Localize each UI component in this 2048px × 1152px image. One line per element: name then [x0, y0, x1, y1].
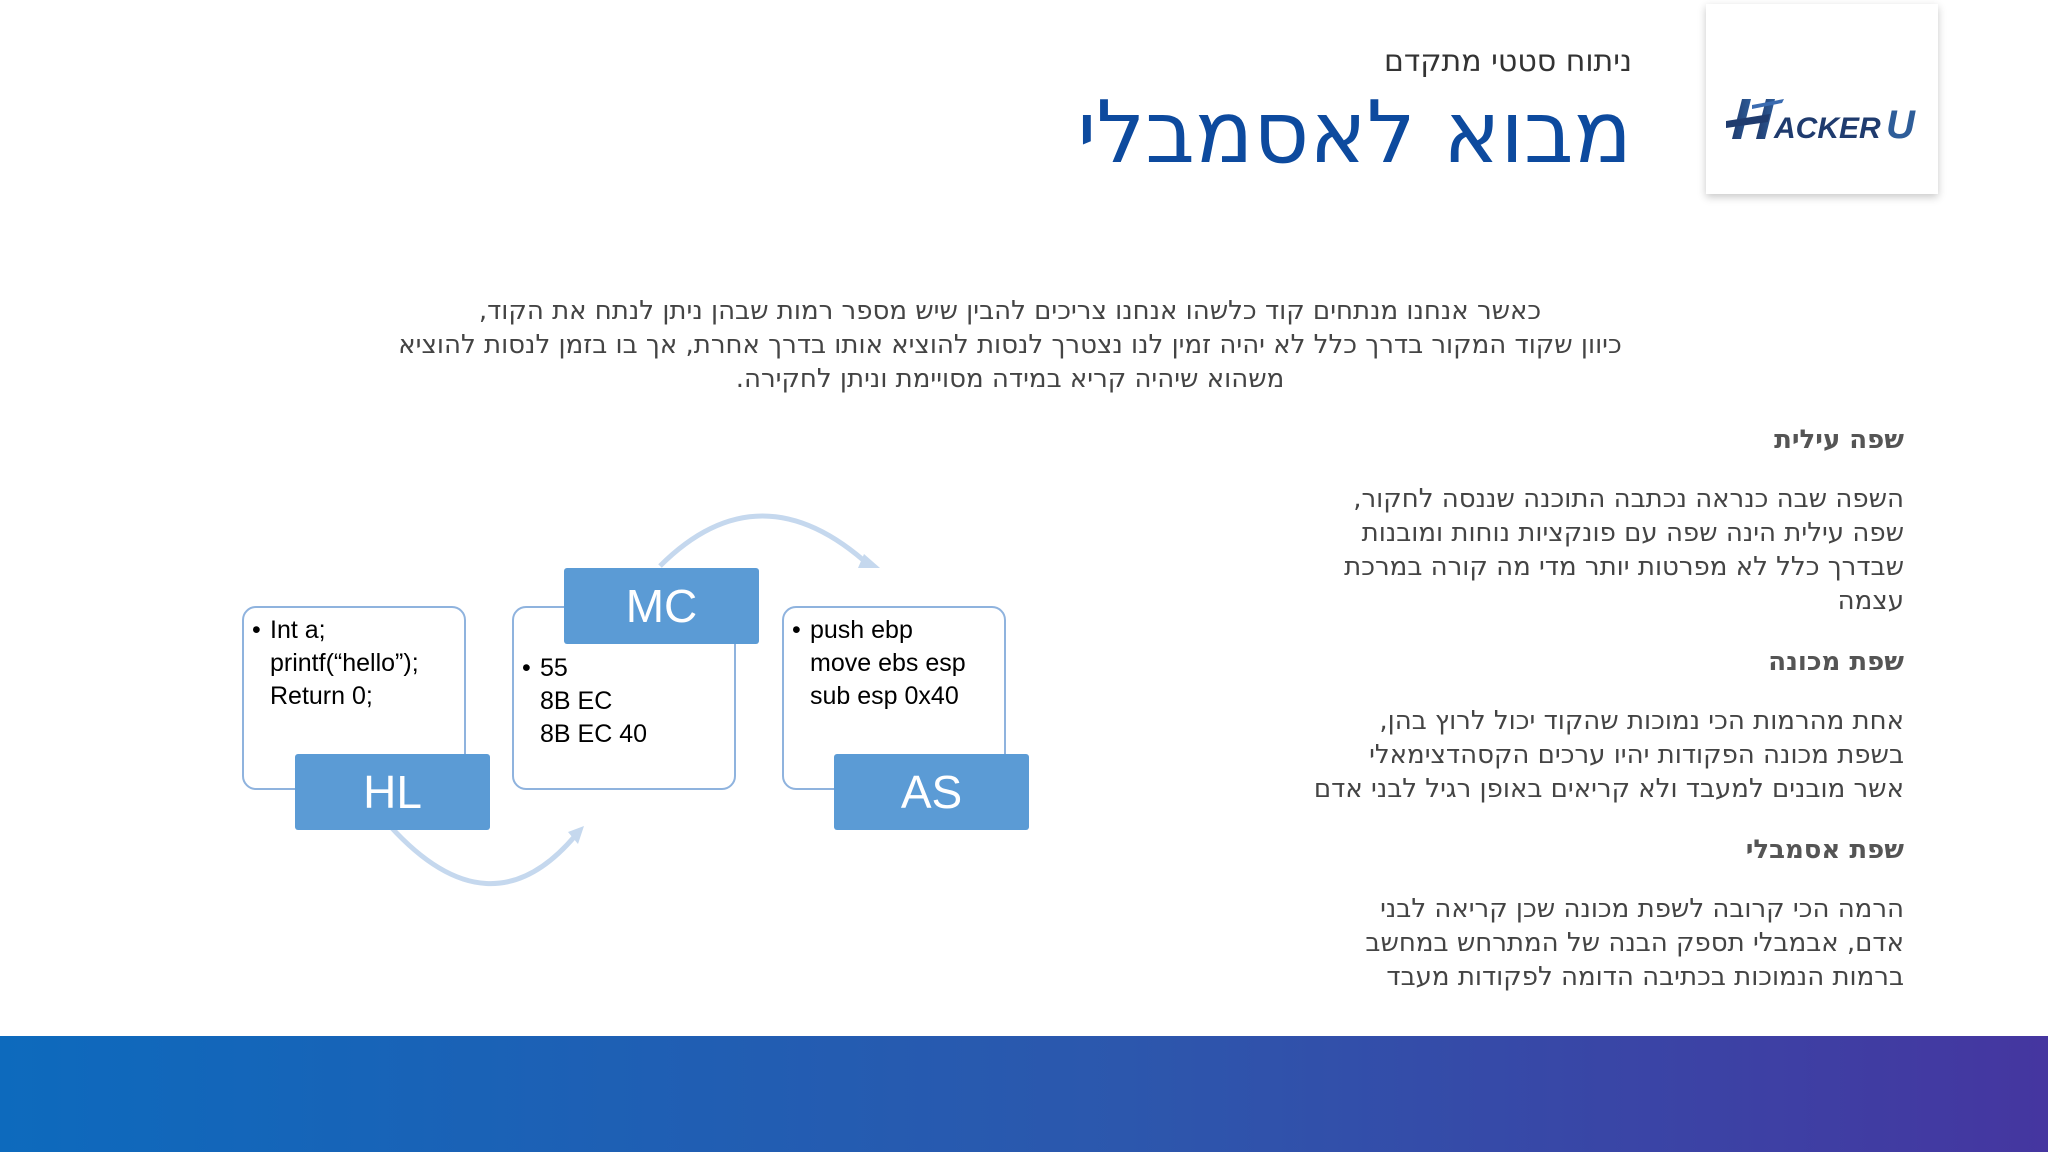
section-line: שבדרך כלל לא מפרטות יותר מדי מה קורה במר…: [1344, 552, 1904, 582]
code-levels-diagram: Int a; printf(“hello”); Return 0; HL 55 …: [240, 496, 1040, 896]
intro-line: כאשר אנחנו מנתחים קוד כלשהו אנחנו צריכים…: [478, 296, 1542, 326]
slide-subtitle: ניתוח סטטי מתקדם: [1383, 44, 1632, 79]
code-line: 8B EC 40: [540, 720, 648, 748]
intro-line: כיוון שקוד המקור בדרך כלל לא יהיה זמין ל…: [398, 330, 1622, 360]
section-line: השפה שבה כנראה נכתבה התוכנה שננסה לחקור,: [1353, 484, 1904, 514]
intro-line: משהוא שיהיה קריא במידה מסויימת וניתן לחק…: [735, 364, 1285, 394]
svg-text:U: U: [1886, 103, 1916, 144]
slide-title: מבוא לאסמבלי: [1077, 83, 1632, 183]
section-high-level: שפה עילית השפה שבה כנראה נכתבה התוכנה שנ…: [1204, 422, 1904, 618]
section-line: שפה עילית הינה שפה עם פונקציות נוחות ומו…: [1361, 518, 1904, 548]
code-line: printf(“hello”);: [270, 649, 419, 677]
section-line: אדם, אבמבלי תספק הבנה של המתרחש במחשב: [1365, 928, 1904, 958]
code-block: push ebp move ebs esp sub esp 0x40: [784, 614, 1004, 713]
arrow-mc-to-as: [658, 513, 872, 568]
node-tag-mc: MC: [564, 568, 759, 644]
arrow-head-icon: [858, 554, 880, 568]
arrow-head-icon: [568, 826, 584, 844]
flow-arrows: [388, 513, 880, 886]
code-block: 55 8B EC 8B EC 40: [514, 652, 734, 751]
code-line: Int a;: [270, 616, 326, 644]
code-line: 55: [540, 654, 568, 682]
section-heading: שפת אסמבלי: [1745, 835, 1904, 865]
svg-text:ACKER: ACKER: [1773, 112, 1881, 144]
code-line: sub esp 0x40: [810, 682, 959, 710]
code-line: push ebp: [810, 616, 913, 644]
section-line: בשפת מכונה הפקודות יהיו ערכים הקסהדצימאל…: [1369, 740, 1904, 770]
footer-band: [0, 1036, 2048, 1152]
section-heading: שפה עילית: [1774, 425, 1904, 455]
section-machine-code: שפת מכונה אחת מהרמות הכי נמוכות שהקוד יכ…: [1204, 644, 1904, 806]
section-line: אחת מהרמות הכי נמוכות שהקוד יכול לרוץ בה…: [1379, 706, 1904, 736]
code-line: 8B EC: [540, 687, 613, 715]
section-line: אשר מובנים למעבד ולא קריאים באופן רגיל ל…: [1313, 774, 1904, 804]
section-body: הרמה הכי קרובה לשפת מכונה שכן קריאה לבני…: [1204, 892, 1904, 994]
section-line: הרמה הכי קרובה לשפת מכונה שכן קריאה לבני: [1380, 894, 1904, 924]
logo-card: ACKER U: [1706, 4, 1938, 194]
code-line: Return 0;: [270, 682, 373, 710]
intro-paragraph: כאשר אנחנו מנתחים קוד כלשהו אנחנו צריכים…: [300, 294, 1720, 396]
node-tag-as: AS: [834, 754, 1029, 830]
section-assembly: שפת אסמבלי הרמה הכי קרובה לשפת מכונה שכן…: [1204, 832, 1904, 994]
hackeru-logo: ACKER U: [1726, 99, 1916, 144]
code-line: move ebs esp: [810, 649, 966, 677]
section-heading: שפת מכונה: [1768, 647, 1904, 677]
node-tag-hl: HL: [295, 754, 490, 830]
language-levels: שפה עילית השפה שבה כנראה נכתבה התוכנה שנ…: [1204, 422, 1904, 1020]
section-body: השפה שבה כנראה נכתבה התוכנה שננסה לחקור,…: [1204, 482, 1904, 618]
section-body: אחת מהרמות הכי נמוכות שהקוד יכול לרוץ בה…: [1204, 704, 1904, 806]
code-block: Int a; printf(“hello”); Return 0;: [244, 614, 464, 713]
arrow-hl-to-mc: [388, 824, 577, 886]
section-line: עצמה: [1837, 586, 1904, 616]
section-line: ברמות הנמוכות בכתיבה הדומה לפקודות מעבד: [1386, 962, 1904, 992]
